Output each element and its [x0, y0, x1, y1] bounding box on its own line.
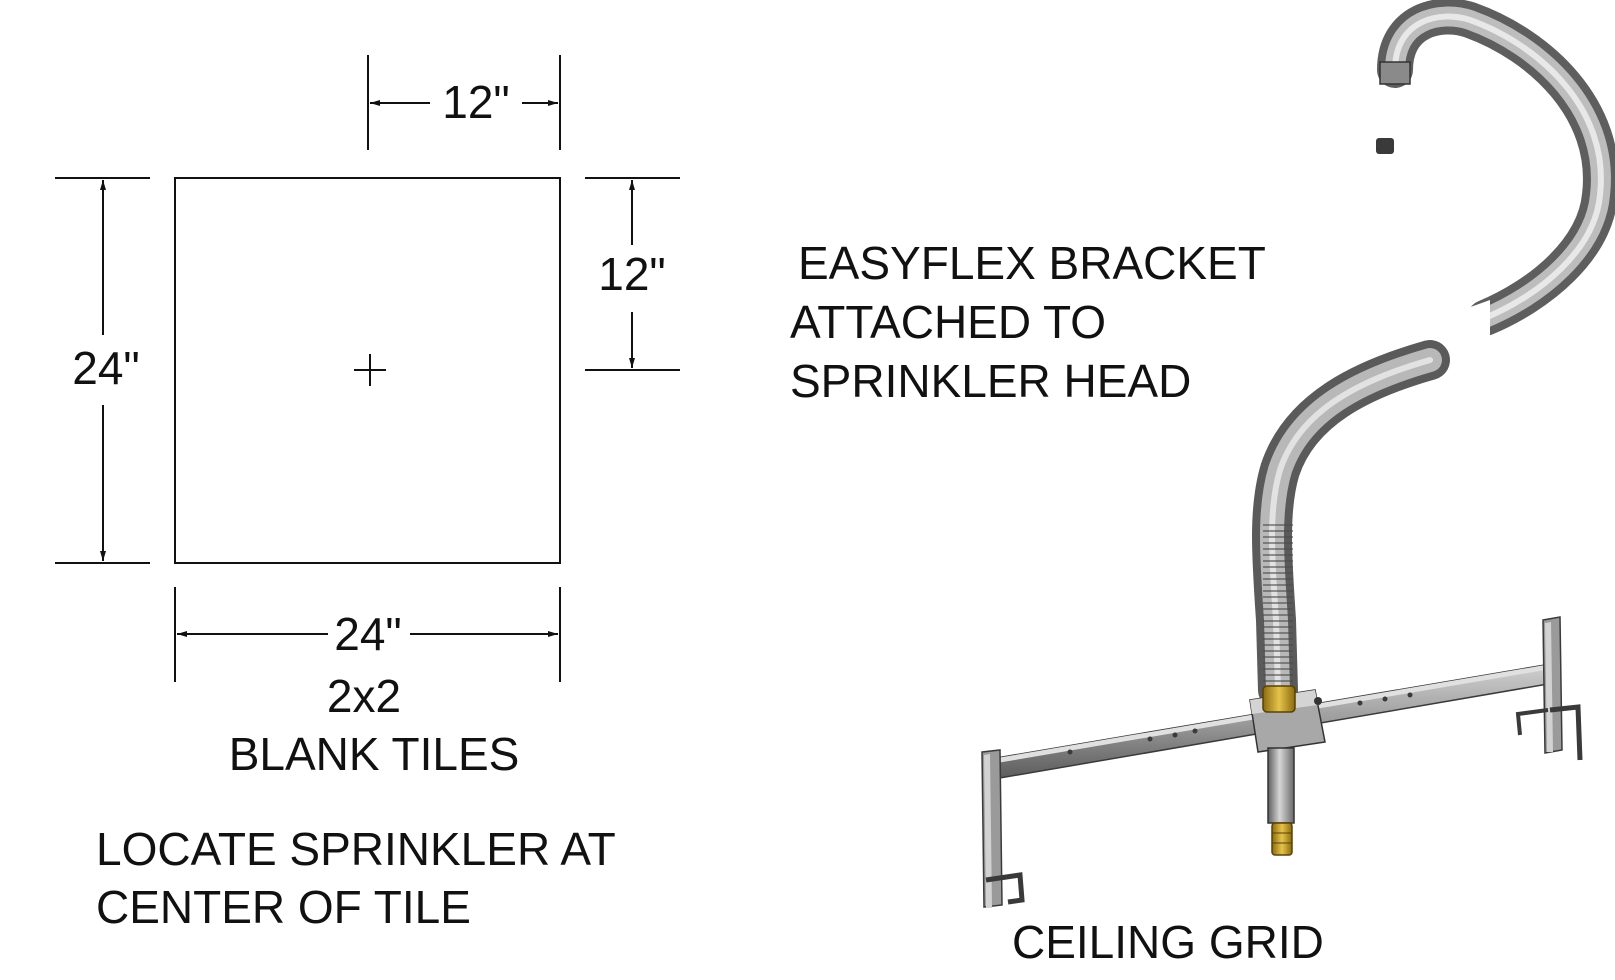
- bottom-dimension-label: 24": [334, 608, 402, 660]
- hose-break-gap: [1440, 300, 1490, 362]
- top-dimension-label: 12": [442, 76, 510, 128]
- bracket-center-hub: [1249, 685, 1326, 753]
- right-dimension: [585, 177, 680, 371]
- hose-inlet-fitting: [1379, 61, 1411, 85]
- bottom-dimension: [174, 587, 561, 682]
- easyflex-bracket-illustration: [981, 0, 1615, 908]
- tile-size-label: 2x2: [327, 670, 401, 722]
- bracket-caption-line2: ATTACHED TO: [790, 296, 1106, 348]
- ceiling-tile-outline: [174, 177, 561, 564]
- left-grid-clip: [981, 749, 1025, 908]
- flex-hose-upper: [1376, 0, 1615, 336]
- left-dimension-label: 24": [72, 342, 140, 394]
- tile-center-mark: [354, 354, 386, 386]
- tile-dimension-drawing: [55, 55, 680, 682]
- brass-union-nut: [1262, 685, 1296, 713]
- top-dimension: [367, 55, 561, 150]
- left-dimension: [55, 177, 150, 564]
- bracket-caption-line1: EASYFLEX BRACKET: [798, 237, 1266, 289]
- hose-small-nipple: [1376, 138, 1394, 154]
- hose-corrugated-section: [1263, 520, 1293, 690]
- sprinkler-head: [1271, 822, 1293, 856]
- locate-note-line1: LOCATE SPRINKLER AT: [96, 823, 616, 875]
- right-grid-clip: [1515, 616, 1583, 761]
- right-dimension-label: 12": [598, 248, 666, 300]
- bracket-caption-line3: SPRINKLER HEAD: [790, 355, 1191, 407]
- locate-note-line2: CENTER OF TILE: [96, 881, 471, 933]
- ceiling-grid-label: CEILING GRID: [1012, 916, 1324, 968]
- flex-hose-lower: [1252, 340, 1450, 710]
- tile-type-label: BLANK TILES: [229, 728, 520, 780]
- sprinkler-drop: [1267, 747, 1295, 856]
